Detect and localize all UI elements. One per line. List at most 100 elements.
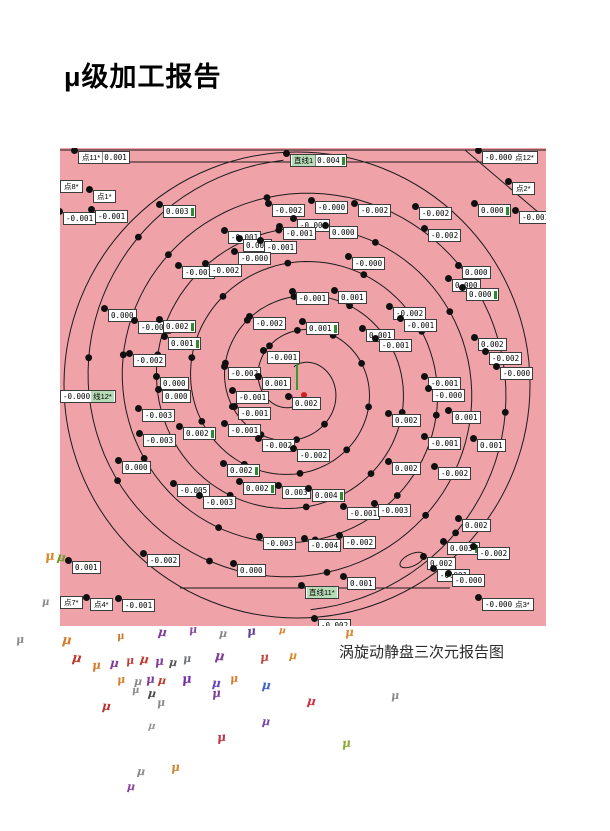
measurement-label: 0.000 <box>455 262 491 279</box>
deviation-value: 0.004 <box>317 156 340 165</box>
measurement-label: 0.002 <box>220 460 260 477</box>
deviation-value: -0.000 <box>455 576 483 585</box>
deviation-value: -0.002 <box>441 469 469 478</box>
feature-name: 线12* <box>91 391 114 402</box>
feature-name: 点2* <box>516 184 531 193</box>
deviation-value: 0.000 <box>455 281 478 290</box>
deviation-value: -0.001 <box>431 439 459 448</box>
mu-mark: μ <box>341 735 352 751</box>
measurement-label: -0.001 <box>511 207 546 224</box>
measurement-label: -0.001 <box>339 503 381 520</box>
deviation-value: 0.004 <box>315 491 338 500</box>
feature-name: 点7* <box>64 598 79 607</box>
measurement-label: -0.003 <box>370 500 412 517</box>
deviation-value: 0.002 <box>166 322 189 331</box>
mu-mark: μ <box>181 671 193 688</box>
measurement-label: -0.002 <box>289 445 331 462</box>
measurement-label: -0.002 <box>310 615 352 626</box>
mu-mark: μ <box>157 624 168 640</box>
mu-mark: μ <box>182 651 192 666</box>
deviation-value: 0.003 <box>450 544 473 553</box>
mu-mark: μ <box>56 549 67 565</box>
mu-mark: μ <box>139 651 150 667</box>
measurement-label: 0.000 <box>153 373 189 390</box>
deviation-value: 0.001 <box>480 441 503 450</box>
deviation-value: -0.002 <box>212 266 240 275</box>
deviation-value: 0.000 <box>240 566 263 575</box>
deviation-value: 0.002 <box>295 399 318 408</box>
deviation-value: -0.002 <box>150 556 178 565</box>
feature-name: 点1* <box>97 192 112 201</box>
measurement-label: 0.000 <box>230 560 266 577</box>
deviation-value: 0.002 <box>465 521 488 530</box>
mu-mark: μ <box>91 657 102 673</box>
deviation-value: -0.001 <box>125 601 153 610</box>
feature-label: 点4* <box>83 594 113 611</box>
measurement-label: -0.001 <box>228 387 270 404</box>
mu-mark: μ <box>218 626 228 641</box>
deviation-value: -0.000 <box>435 391 463 400</box>
measurement-label: 0.004 <box>305 485 345 502</box>
deviation-value: -0.001 <box>407 321 435 330</box>
deviation-value: 0.001 <box>75 563 98 572</box>
tolerance-tick-icon <box>493 290 497 299</box>
page-title: μ级加工报告 <box>64 62 222 92</box>
mu-mark: μ <box>147 720 156 733</box>
measurement-label: 0.002 <box>385 410 421 427</box>
tolerance-tick-icon <box>505 206 509 215</box>
feature-name: 点3* <box>515 600 530 609</box>
deviation-value: -0.001 <box>66 214 94 223</box>
deviation-value: -0.003 <box>146 436 174 445</box>
feature-name: 直线11* <box>307 587 337 598</box>
mu-mark: μ <box>61 632 73 649</box>
deviation-value: -0.001 <box>522 213 546 222</box>
measurement-label: -0.002 <box>411 203 453 220</box>
deviation-value: -0.004 <box>311 541 339 550</box>
deviation-value: 0.003 <box>166 207 189 216</box>
tolerance-tick-icon <box>190 322 194 331</box>
feature-label: 点8* <box>60 180 83 193</box>
deviation-value: 0.002 <box>186 429 209 438</box>
tolerance-tick-icon <box>254 466 258 475</box>
measurement-label: 0.002 <box>176 423 216 440</box>
deviation-value: -0.000 <box>485 600 513 609</box>
measurement-label: 0.001 <box>299 318 339 335</box>
feature-label: 直线11* <box>298 582 339 599</box>
deviation-value: 0.002 <box>395 416 418 425</box>
deviation-value: -0.003 <box>145 411 173 420</box>
mu-mark: μ <box>229 671 239 686</box>
deviation-value: 0.001 <box>104 153 127 162</box>
tolerance-tick-icon <box>333 324 337 333</box>
measurement-label: -0.001 <box>230 403 272 420</box>
measurement-label: -0.002 <box>125 350 167 367</box>
tolerance-tick-icon <box>270 484 274 493</box>
scroll-spiral-graphic <box>60 149 546 619</box>
deviation-value: -0.002 <box>480 549 508 558</box>
deviation-value: -0.001 <box>239 393 267 402</box>
deviation-value: -0.001 <box>270 353 298 362</box>
deviation-value: -0.001 <box>382 341 410 350</box>
deviation-value: 0.002 <box>430 559 453 568</box>
measurement-label: -0.001 <box>420 433 462 450</box>
measurement-label: -0.003 <box>255 533 297 550</box>
feature-name: 点11* <box>80 152 104 163</box>
measurement-label: -0.001 <box>396 315 438 332</box>
measurement-label: 0.001 <box>470 435 506 452</box>
feature-label: 点2* <box>505 178 535 195</box>
mu-mark: μ <box>214 648 226 665</box>
mu-mark: μ <box>259 649 270 665</box>
deviation-value: -0.001 <box>141 323 169 332</box>
deviation-value: 0.001 <box>265 379 288 388</box>
mu-mark: μ <box>131 684 140 697</box>
measurement-label: 0.000 <box>459 284 499 301</box>
measurement-label: -0.003 <box>134 405 176 422</box>
mu-mark: μ <box>116 672 126 687</box>
measurement-label: -0.001 <box>371 335 413 352</box>
deviation-value: 0.000 <box>111 311 134 320</box>
deviation-value: 0.002 <box>230 466 253 475</box>
deviation-value: -0.002 <box>300 451 328 460</box>
